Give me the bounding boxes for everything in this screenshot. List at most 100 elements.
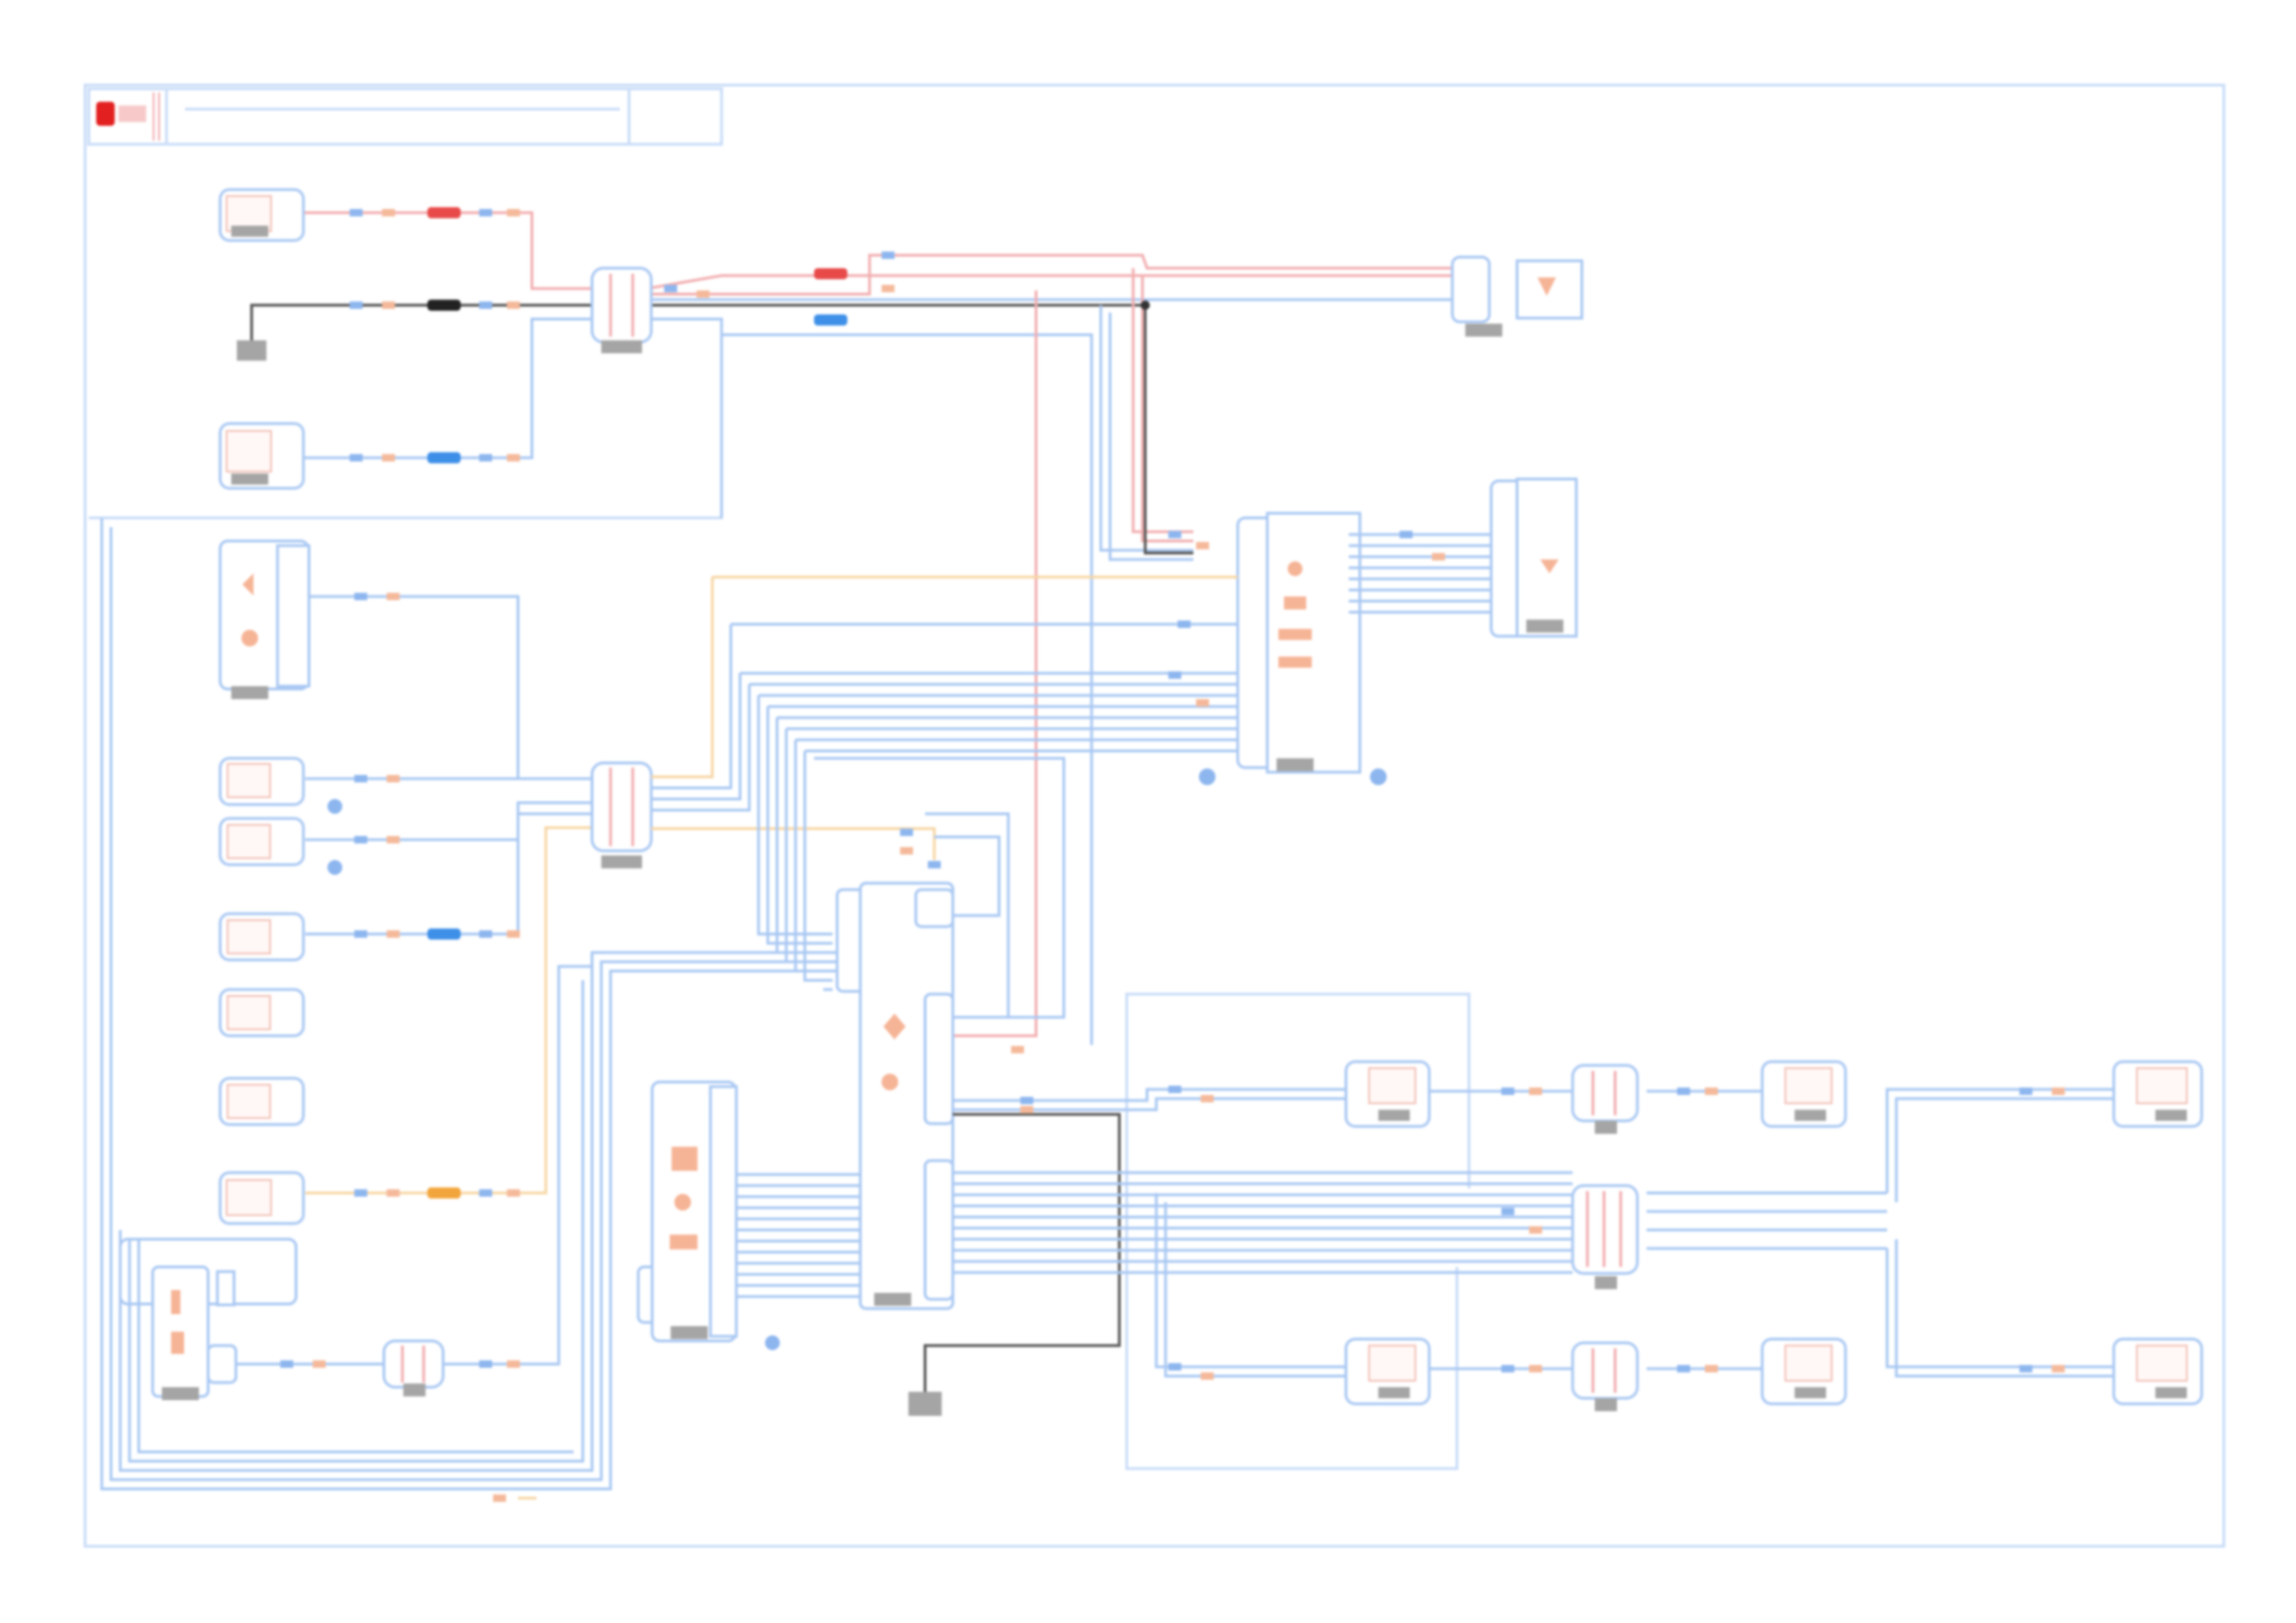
module-center [835,881,955,1310]
component-top-3 [218,422,305,490]
brand-logo-icon [96,102,115,126]
wire-marker [387,930,400,938]
fuse-black [427,300,461,311]
wire-marker [280,1360,293,1368]
wire-marker [382,454,395,461]
wire-marker [1196,542,1209,549]
component-right-module [1489,477,1578,638]
wire-marker [313,1360,326,1368]
module-center-right [1236,511,1362,774]
wire-marker [1677,1088,1690,1095]
wire-marker [350,454,363,461]
wire-marker [479,301,492,309]
inline-connector-mid [590,761,653,868]
wire-marker [1501,1208,1514,1215]
wire-marker [387,1189,400,1197]
wire-marker [1201,1372,1214,1380]
wire-marker [354,930,367,938]
wire-marker [1677,1365,1690,1372]
inline-connector-top [590,266,653,353]
wire-marker [2019,1365,2032,1372]
inline-connector-lr-1 [1571,1064,1639,1134]
wire-marker [382,301,395,309]
wire-marker [479,1189,492,1197]
module-lower-left [636,1080,780,1350]
component-lr-1 [1344,1060,1431,1128]
component-lr-3 [1760,1060,1847,1128]
wire-marker [1529,1226,1542,1234]
component-left-c [218,912,305,962]
wire-marker [928,861,941,868]
fuse-red [427,207,461,218]
wire-marker [1432,553,1445,560]
wire-marker [1529,1365,1542,1372]
fuse-blue-3 [427,928,461,940]
wire-marker [1168,671,1181,679]
component-left-f [218,1171,305,1225]
wire-marker [2052,1365,2065,1372]
component-left-d [218,988,305,1038]
wire-marker [507,209,520,216]
fuse-blue-2 [814,314,847,326]
wire-marker [1501,1365,1514,1372]
wire-marker [1201,1095,1214,1102]
wire-marker [1168,1086,1181,1093]
fuse-red-2 [814,268,847,279]
title-block [87,87,723,146]
wire-marker [354,836,367,843]
wire-marker [479,454,492,461]
inline-connector-lr-3 [1571,1341,1639,1411]
component-lr-6 [2112,1337,2203,1406]
wire-marker [1400,531,1413,538]
wire-marker [479,1360,492,1368]
component-top-right [1450,255,1584,337]
wire-marker [479,930,492,938]
wire-marker [507,454,520,461]
wire-marker [882,285,895,292]
wire-marker [1529,1088,1542,1095]
wire-marker [664,285,677,292]
harness-center-right [712,533,1491,785]
wire-marker [354,775,367,782]
harness-lower-right [953,1088,2118,1378]
wire-marker [697,290,710,298]
wire-marker [1501,1088,1514,1095]
wire-marker [1705,1088,1718,1095]
wire-marker [1705,1365,1718,1372]
wire-marker [900,847,913,855]
ground-1 [237,340,266,361]
ground-2 [908,1113,1121,1416]
wire-marker [2052,1088,2065,1095]
wire-marker [882,252,895,259]
fuse-orange [427,1187,461,1199]
component-bottom-left [118,1237,298,1400]
wire-marker [1020,1106,1033,1113]
wire-marker [387,775,400,782]
component-lr-4 [1760,1337,1847,1406]
inline-connector-lr-2 [1571,1184,1639,1289]
wire-marker [1168,1363,1181,1371]
wire-marker [382,209,395,216]
wire-marker [507,930,520,938]
wire-marker [507,1189,520,1197]
wire-marker [507,301,520,309]
fuse-blue [427,452,461,463]
wire-marker [1020,1097,1033,1104]
wire-marker [2019,1088,2032,1095]
wire-marker [354,593,367,600]
wire-marker [1196,699,1209,707]
wire-marker [387,836,400,843]
wire-marker [1178,621,1191,628]
component-left-a [218,756,342,814]
wire-marker [350,301,363,309]
wire-marker [1011,1046,1024,1053]
wire-marker [354,1189,367,1197]
wire-marker [507,1360,520,1368]
component-left-tall [218,539,311,699]
wire-marker [493,1494,506,1502]
component-top-1 [218,188,305,242]
wire-marker [479,209,492,216]
wire-marker [350,209,363,216]
top-harness [250,211,1452,1045]
